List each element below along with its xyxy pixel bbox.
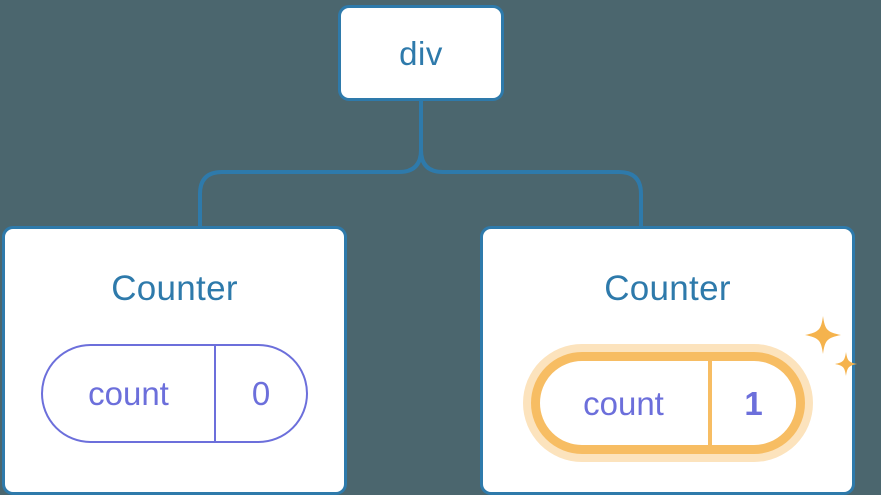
connector-to-left-counter xyxy=(198,101,423,226)
state-pill-left-wrapper: count 0 xyxy=(41,344,308,443)
tree-node-div-label: div xyxy=(399,34,443,72)
state-pill-right-wrapper: count 1 xyxy=(522,316,857,462)
sparkles-group xyxy=(804,316,857,376)
sparkle-small-icon xyxy=(834,352,857,376)
tree-node-counter-right[interactable]: Counter count 1 xyxy=(480,226,857,495)
sparkle-large-icon xyxy=(804,316,841,354)
tree-node-div[interactable]: div xyxy=(338,5,504,101)
state-pill-right-key: count xyxy=(540,361,712,445)
state-pill-left-key: count xyxy=(43,346,216,441)
tree-node-counter-left[interactable]: Counter count 0 xyxy=(2,226,347,495)
tree-node-counter-left-title: Counter xyxy=(111,269,238,308)
state-pill-left-value: 0 xyxy=(251,375,271,412)
state-pill-right[interactable]: count 1 xyxy=(530,352,805,454)
state-pill-left[interactable]: count 0 xyxy=(41,344,308,443)
tree-node-counter-right-title: Counter xyxy=(604,269,731,308)
state-pill-right-glow: count 1 xyxy=(522,344,813,462)
state-pill-right-value: 1 xyxy=(744,384,763,422)
connector-to-right-counter xyxy=(419,101,643,226)
